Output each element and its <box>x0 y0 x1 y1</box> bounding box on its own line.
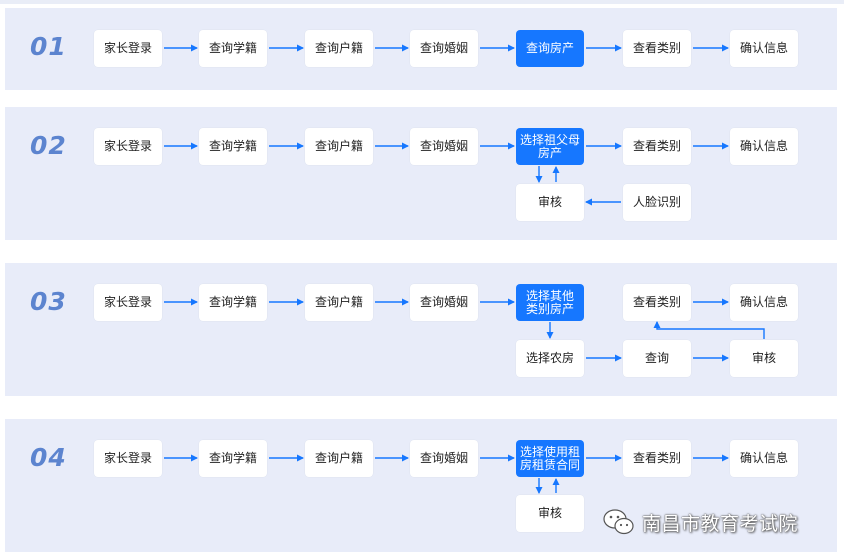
node-query-marriage: 查询婚姻 <box>410 128 478 165</box>
node-confirm-info: 确认信息 <box>730 284 798 321</box>
node-query-household: 查询户籍 <box>305 30 373 67</box>
node-query-marriage: 查询婚姻 <box>410 284 478 321</box>
step-number-02: 02 <box>30 131 67 160</box>
node-confirm-info: 确认信息 <box>730 128 798 165</box>
node-confirm-info: 确认信息 <box>730 440 798 477</box>
node-face-recognition: 人脸识别 <box>623 184 691 221</box>
node-parent-login: 家长登录 <box>94 440 162 477</box>
node-other-property: 选择其他 类别房产 <box>516 284 584 321</box>
node-view-category: 查看类别 <box>623 284 691 321</box>
node-query-marriage: 查询婚姻 <box>410 440 478 477</box>
arrow <box>653 321 765 339</box>
node-confirm-info: 确认信息 <box>730 30 798 67</box>
node-rental-contract: 选择使用租 房租赁合同 <box>516 440 584 477</box>
node-review: 审核 <box>730 340 798 377</box>
top-divider <box>0 0 844 4</box>
node-query-household: 查询户籍 <box>305 128 373 165</box>
node-rural-house: 选择农房 <box>516 340 584 377</box>
node-view-category: 查看类别 <box>623 128 691 165</box>
node-query-household: 查询户籍 <box>305 284 373 321</box>
node-query-school-record: 查询学籍 <box>199 30 267 67</box>
node-query: 查询 <box>623 340 691 377</box>
node-parent-login: 家长登录 <box>94 128 162 165</box>
node-view-category: 查看类别 <box>623 30 691 67</box>
node-review: 审核 <box>516 184 584 221</box>
watermark: 南昌市教育考试院 <box>602 508 798 536</box>
step-number-04: 04 <box>30 443 67 472</box>
step-number-01: 01 <box>30 32 67 61</box>
node-query-school-record: 查询学籍 <box>199 440 267 477</box>
node-query-household: 查询户籍 <box>305 440 373 477</box>
node-query-school-record: 查询学籍 <box>199 128 267 165</box>
node-grandparent-property: 选择祖父母 房产 <box>516 128 584 165</box>
node-review: 审核 <box>516 495 584 532</box>
node-query-school-record: 查询学籍 <box>199 284 267 321</box>
node-query-marriage: 查询婚姻 <box>410 30 478 67</box>
watermark-text: 南昌市教育考试院 <box>642 512 799 535</box>
node-parent-login: 家长登录 <box>94 284 162 321</box>
step-number-03: 03 <box>30 287 67 316</box>
node-query-property: 查询房产 <box>516 30 584 67</box>
node-view-category: 查看类别 <box>623 440 691 477</box>
wechat-icon <box>603 509 634 535</box>
node-parent-login: 家长登录 <box>94 30 162 67</box>
